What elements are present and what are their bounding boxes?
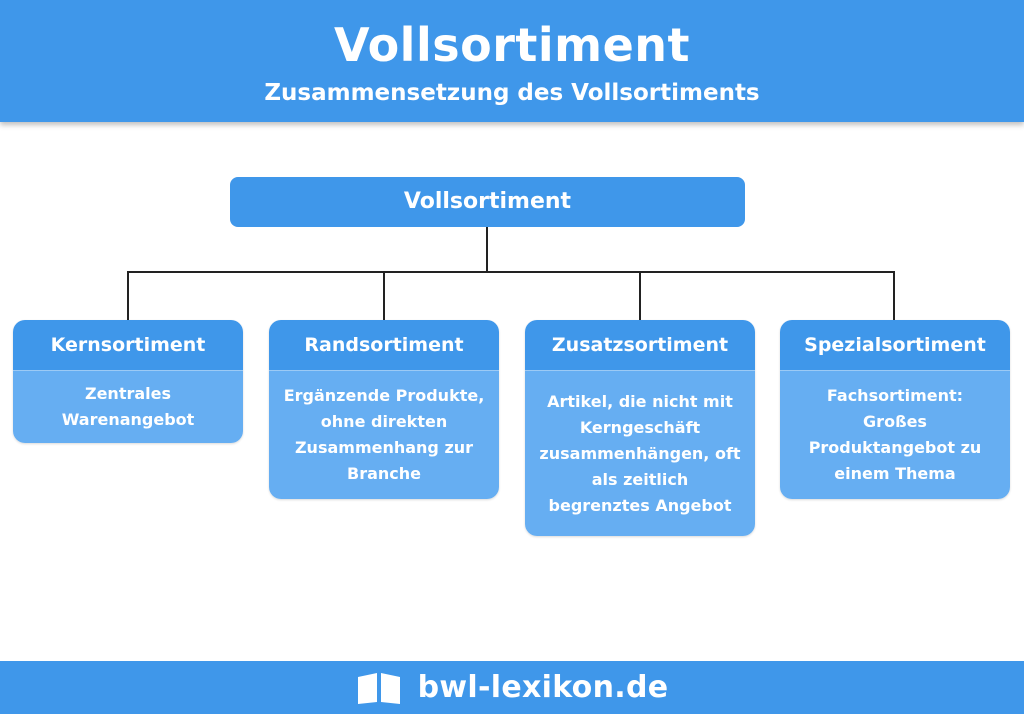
node-zusatzsortiment: Zusatzsortiment Artikel, die nicht mit K…	[525, 320, 755, 536]
root-node: Vollsortiment	[230, 177, 745, 227]
node-title: Spezialsortiment	[780, 320, 1010, 371]
node-title: Randsortiment	[269, 320, 499, 371]
node-kernsortiment: Kernsortiment Zentrales Warenangebot	[13, 320, 243, 443]
page-title: Vollsortiment	[333, 18, 690, 72]
node-spezialsortiment: Spezialsortiment Fachsortiment: Großes P…	[780, 320, 1010, 499]
node-title: Kernsortiment	[13, 320, 243, 371]
node-randsortiment: Randsortiment Ergänzende Produkte, ohne …	[269, 320, 499, 499]
node-description: Artikel, die nicht mit Kerngeschäft zusa…	[525, 371, 755, 536]
header-banner: Vollsortiment Zusammensetzung des Vollso…	[0, 0, 1024, 122]
node-title: Zusatzsortiment	[525, 320, 755, 371]
footer-banner: bwl-lexikon.de	[0, 661, 1024, 714]
node-description: Zentrales Warenangebot	[13, 371, 243, 443]
node-description: Ergänzende Produkte, ohne direkten Zusam…	[269, 371, 499, 499]
page-subtitle: Zusammensetzung des Vollsortiments	[264, 80, 760, 106]
open-book-icon	[357, 672, 400, 704]
node-description: Fachsortiment: Großes Produktangebot zu …	[780, 371, 1010, 499]
footer-brand: bwl-lexikon.de	[417, 670, 669, 705]
